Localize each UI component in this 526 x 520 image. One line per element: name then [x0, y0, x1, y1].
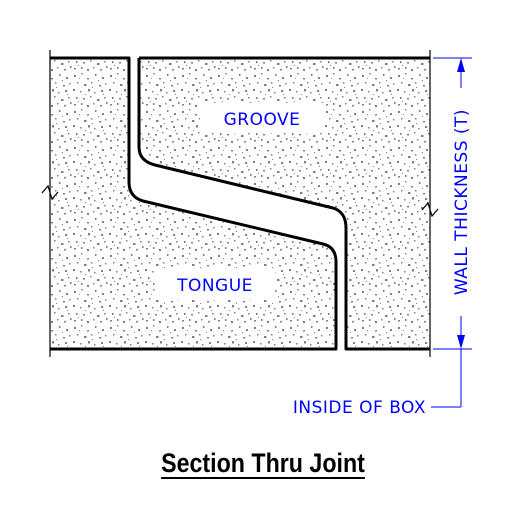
diagram-caption: Section Thru Joint — [161, 448, 365, 478]
tongue-label: TONGUE — [176, 276, 253, 296]
groove-label: GROOVE — [224, 110, 301, 130]
right-break-symbol — [421, 201, 439, 218]
inside-of-box-label: INSIDE OF BOX — [293, 398, 426, 418]
tongue-outline — [50, 56, 338, 351]
tongue-label-panel — [155, 268, 275, 300]
dimension-arrow-bottom — [457, 335, 465, 349]
groove-outline — [137, 58, 430, 351]
wall-thickness-label: WALL THICKNESS (T) — [452, 109, 472, 295]
dimension-arrow-top — [457, 58, 465, 72]
groove-label-panel — [200, 103, 324, 133]
left-break-symbol — [41, 184, 59, 201]
